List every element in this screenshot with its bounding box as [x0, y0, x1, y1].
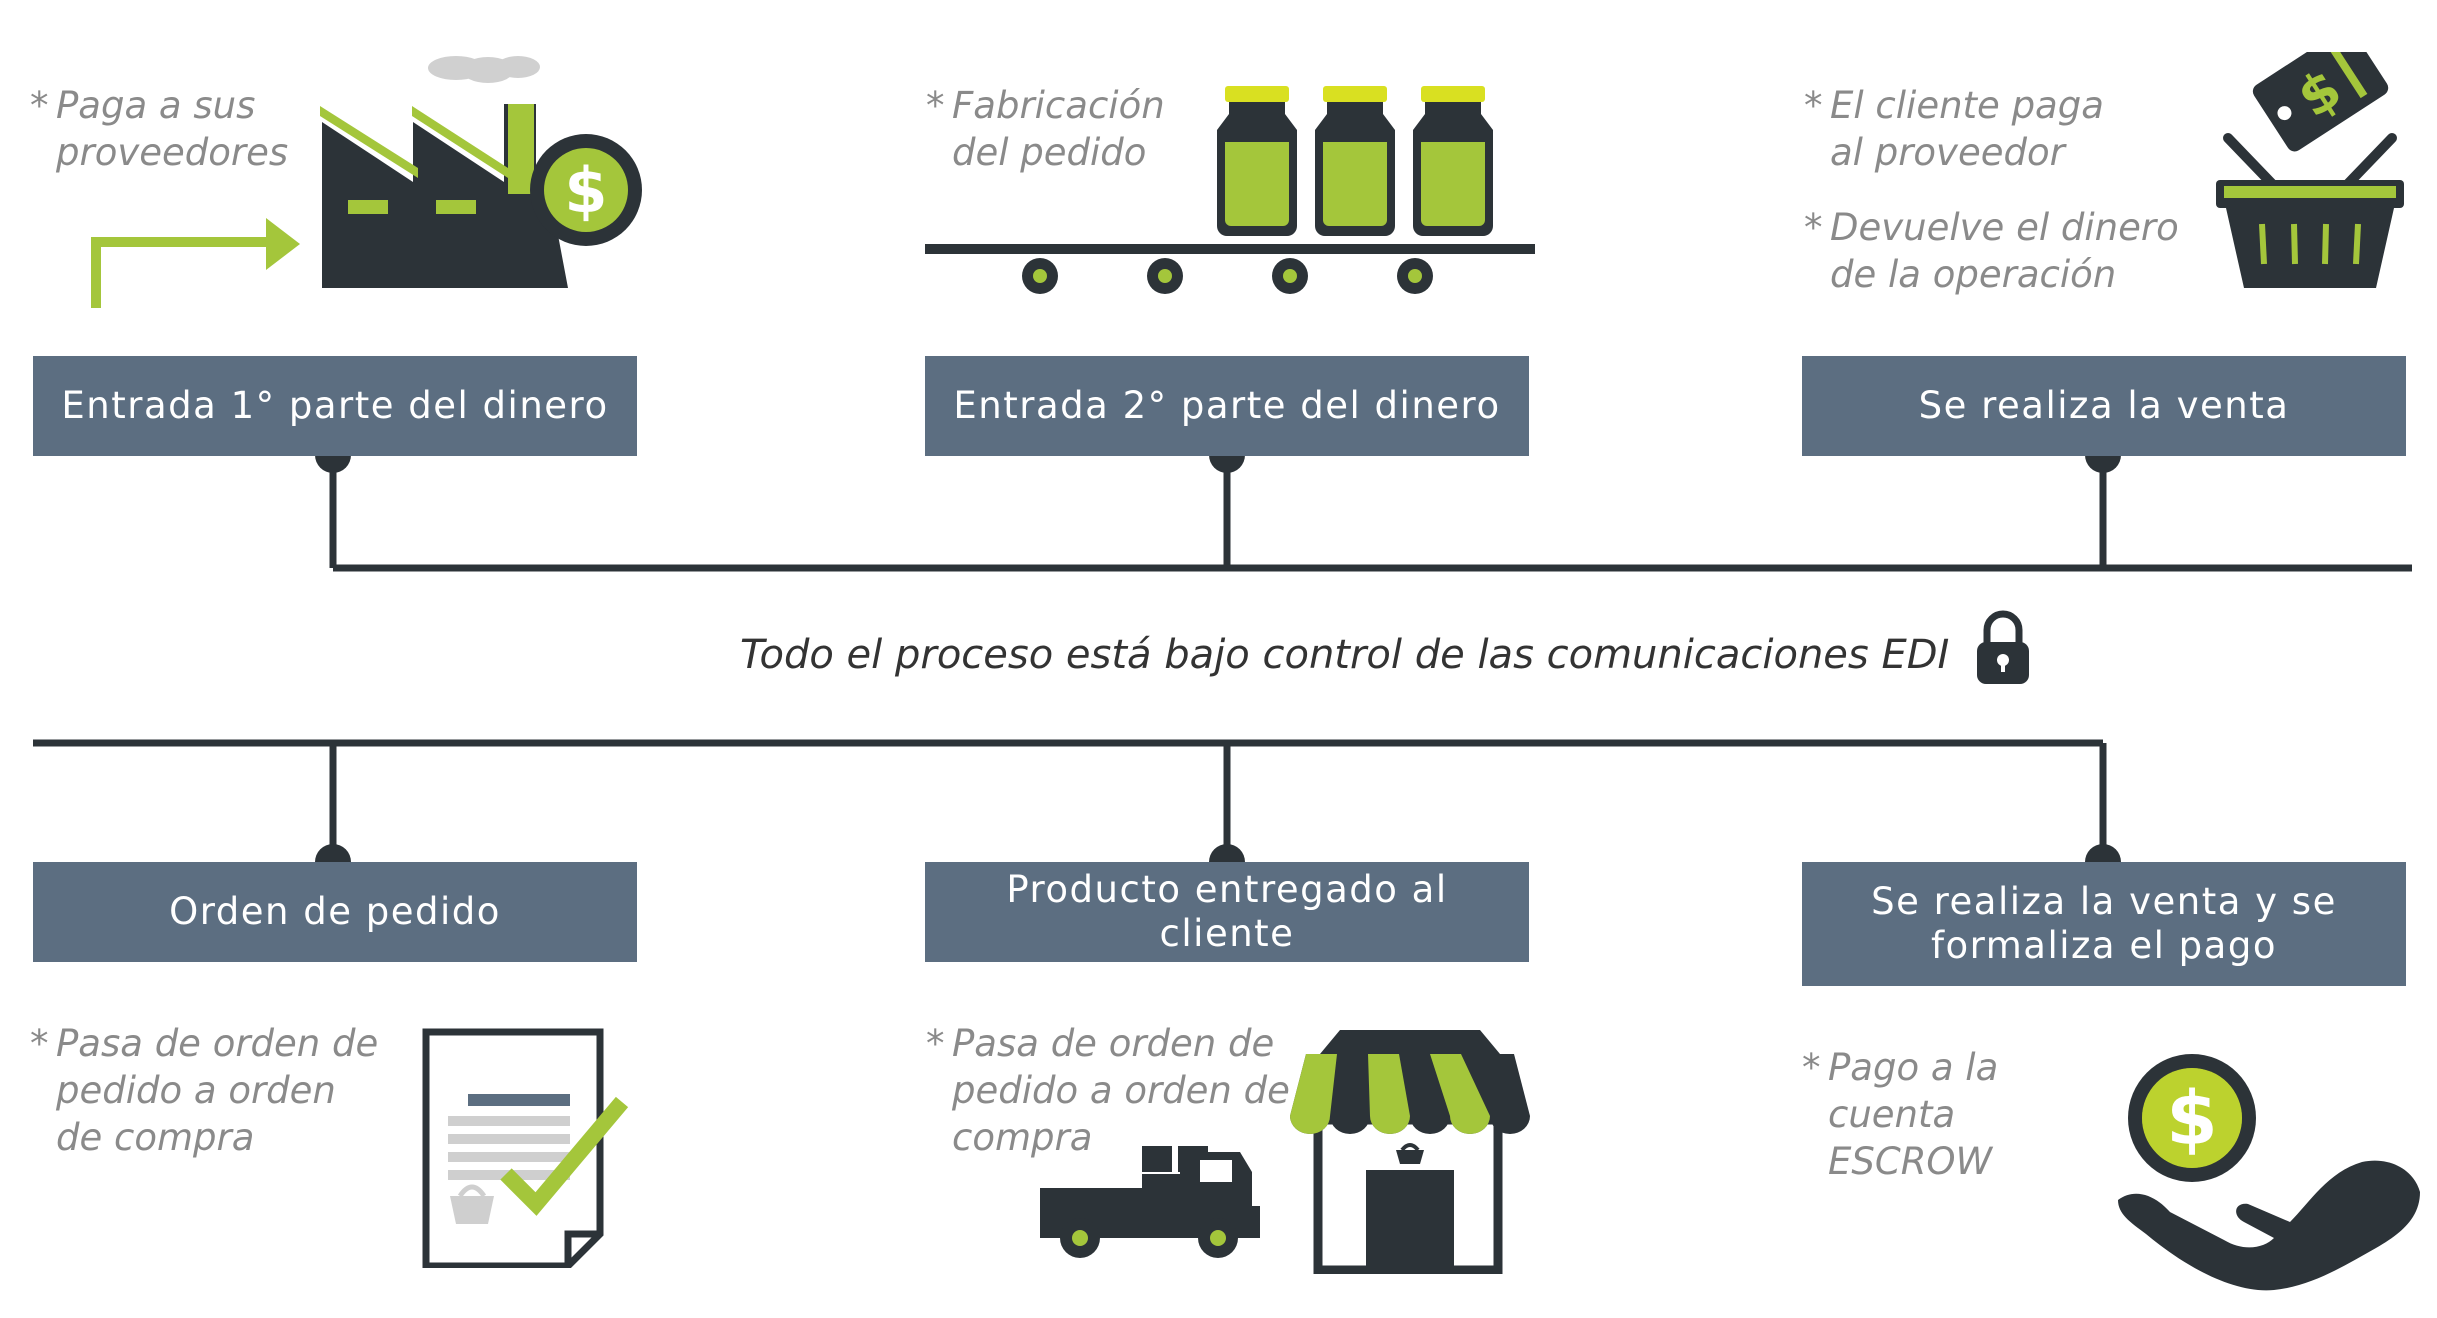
note-line: Pago a la	[1828, 1046, 1999, 1089]
factory-dollar-icon: $	[91, 56, 642, 308]
step-box-orden-pedido: Orden de pedido	[33, 862, 637, 962]
note-entrega-compra: * Pasa de orden de pedido a orden de com…	[926, 1020, 1290, 1161]
step-box-label-line: Se realiza la venta y se	[1871, 879, 2337, 923]
truck-store-icon	[1040, 1030, 1530, 1274]
edi-control-statement: Todo el proceso está bajo control de las…	[740, 632, 1950, 678]
note-line: El cliente paga	[1830, 84, 2104, 127]
basket-price-tag-icon: $	[2216, 52, 2404, 288]
step-box-entrada-2: Entrada 2° parte del dinero	[925, 356, 1529, 456]
note-star: *	[1804, 84, 1823, 127]
note-line: de compra	[56, 1116, 255, 1159]
note-star: *	[1804, 206, 1823, 249]
note-star: *	[1802, 1046, 1821, 1089]
note-line: del pedido	[952, 131, 1147, 174]
step-box-producto-entregado: Producto entregado al cliente	[925, 862, 1529, 962]
note-orden-compra: * Pasa de orden de pedido a orden de com…	[30, 1020, 379, 1161]
svg-text:$: $	[564, 154, 607, 227]
note-star: *	[926, 84, 945, 127]
step-box-venta: Se realiza la venta	[1802, 356, 2406, 456]
step-box-label-line: formaliza el pago	[1931, 924, 2277, 967]
note-line: Devuelve el dinero	[1830, 206, 2179, 249]
note-line: pedido a orden de	[952, 1069, 1290, 1112]
note-line: al proveedor	[1830, 131, 2065, 174]
note-star: *	[30, 1022, 49, 1065]
note-line: pedido a orden	[56, 1069, 336, 1112]
padlock-icon	[1977, 610, 2029, 684]
note-line: ESCROW	[1828, 1140, 1993, 1183]
note-line: Pasa de orden de	[56, 1022, 379, 1065]
checked-document-icon	[422, 1028, 629, 1268]
note-star: *	[926, 1022, 945, 1065]
note-devuelve-dinero: * Devuelve el dinero de la operación	[1804, 204, 2179, 298]
hand-coin-icon: $	[2118, 1054, 2420, 1291]
note-line: Fabricación	[952, 84, 1165, 127]
note-line: de la operación	[1830, 253, 2117, 296]
note-pago-escrow: * Pago a la cuenta ESCROW	[1802, 1044, 1999, 1185]
note-fabricacion: * Fabricación del pedido	[926, 82, 1165, 176]
step-box-venta-pago: Se realiza la venta y se formaliza el pa…	[1802, 862, 2406, 986]
conveyor-bottles-icon	[925, 86, 1535, 294]
note-line: proveedores	[56, 131, 289, 174]
svg-text:$: $	[2166, 1076, 2218, 1162]
note-paga-proveedores: * Paga a sus proveedores	[30, 82, 289, 176]
note-line: Pasa de orden de	[952, 1022, 1275, 1065]
note-line: compra	[952, 1116, 1093, 1159]
step-box-entrada-1: Entrada 1° parte del dinero	[33, 356, 637, 456]
note-line: Paga a sus	[56, 84, 256, 127]
note-cliente-paga: * El cliente paga al proveedor	[1804, 82, 2104, 176]
note-line: cuenta	[1828, 1093, 1956, 1136]
note-star: *	[30, 84, 49, 127]
